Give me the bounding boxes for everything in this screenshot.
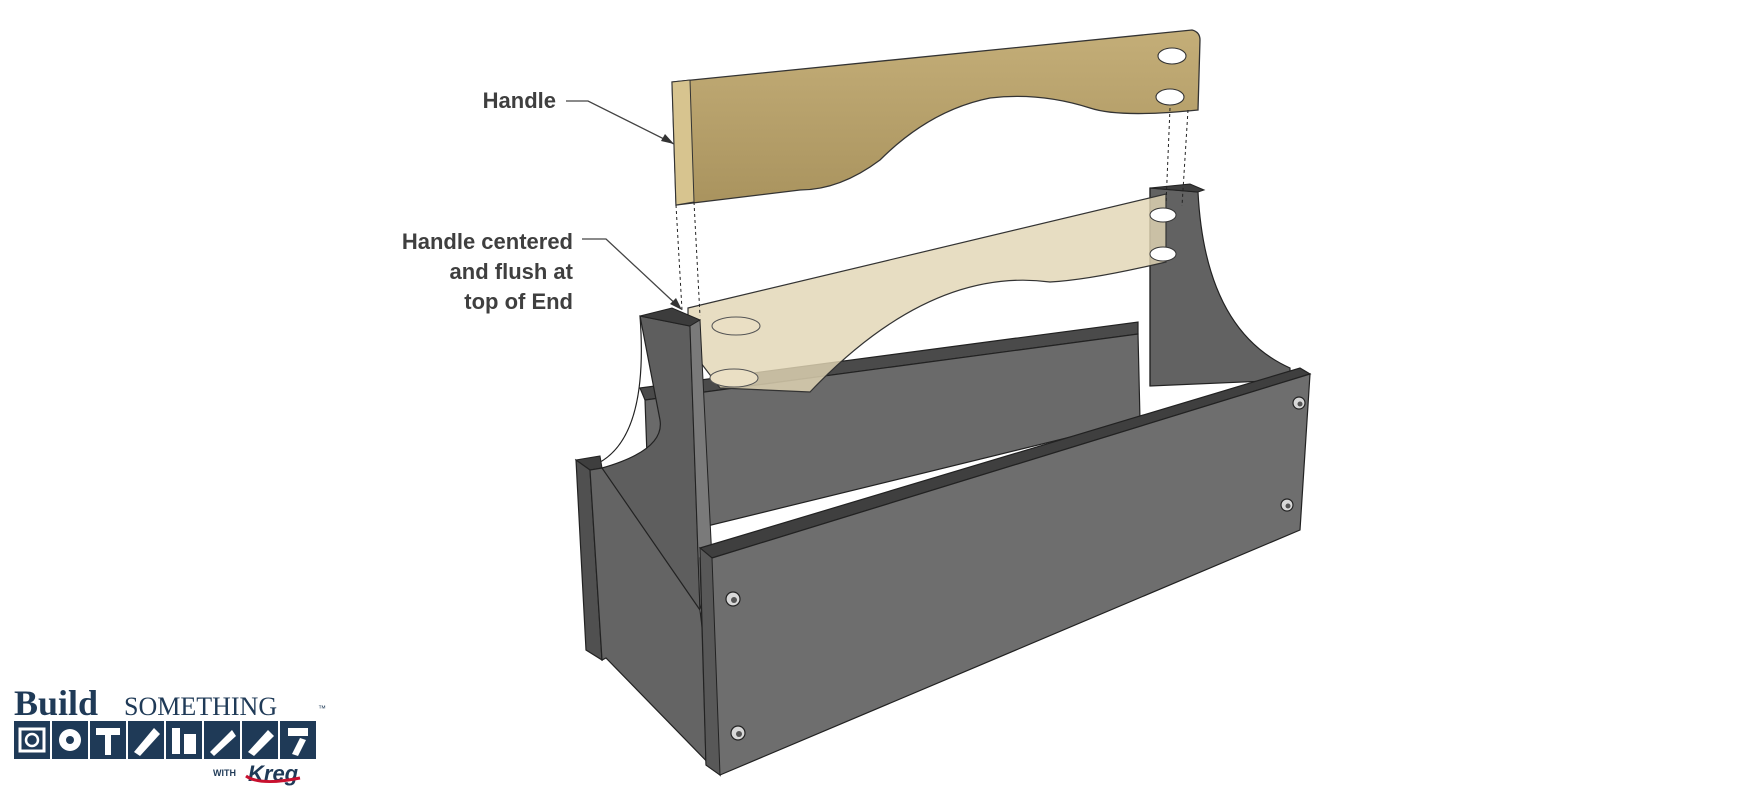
logo-with-text: WITH (213, 768, 236, 778)
leader-arrowhead (670, 298, 682, 310)
right-end-edge (1149, 183, 1206, 193)
handle-callout-label: Handle (483, 86, 556, 116)
ghost-hole (711, 316, 761, 336)
logo-trademark: ™ (318, 704, 326, 713)
centered-label-line-3: top of End (464, 289, 573, 314)
handle-piece (671, 29, 1201, 206)
handle-hole (1157, 47, 1187, 65)
logo-tool-tiles (14, 721, 316, 759)
leader-lines (566, 100, 681, 309)
right-end-panel (1149, 187, 1291, 387)
handle-installed-ghost (687, 193, 1167, 393)
handle-end-face (671, 79, 695, 206)
alignment-lines (675, 107, 1189, 317)
logo-something-text: SOMETHING (124, 692, 277, 721)
ghost-hole (1149, 246, 1177, 262)
ghost-hole (1149, 207, 1177, 223)
handle-centered-callout-label: Handle centered and flush at top of End (402, 227, 573, 317)
ghost-hole (709, 368, 759, 388)
handle-hole (1155, 88, 1185, 106)
centered-label-line-2: and flush at (449, 259, 573, 284)
centered-label-line-1: Handle centered (401, 229, 573, 254)
logo-build-text: Build (14, 683, 98, 723)
buildsomething-logo: Build SOMETHING (14, 683, 326, 786)
handle-label: Handle (482, 88, 556, 113)
logo-kreg-swoosh (245, 774, 301, 783)
leader-arrowhead (661, 134, 674, 144)
front-panel-edge (699, 546, 721, 776)
